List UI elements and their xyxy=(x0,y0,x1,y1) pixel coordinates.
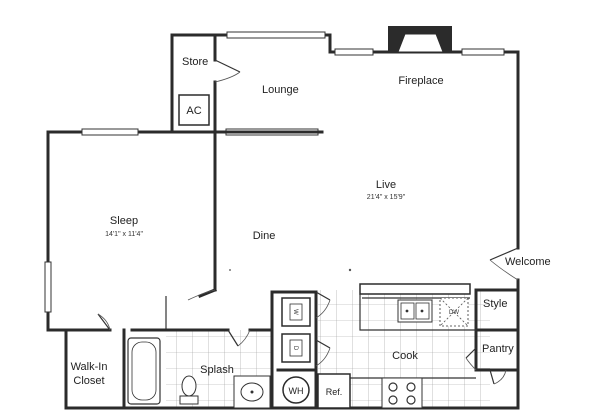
label-splash: Splash xyxy=(200,364,234,376)
label-ref: Ref. xyxy=(326,387,343,397)
windows xyxy=(44,31,505,313)
label-fireplace: Fireplace xyxy=(398,75,443,87)
label-ac: AC xyxy=(186,105,201,117)
fireplace-hearth xyxy=(388,26,452,53)
label-welcome: Welcome xyxy=(505,256,551,268)
kitchen-counters xyxy=(317,283,476,409)
marker-dot-2 xyxy=(229,269,231,271)
label-sleep-dims: 14'1" x 11'4" xyxy=(105,231,143,238)
label-live-dims: 21'4" x 15'9" xyxy=(367,194,406,201)
laundry-units xyxy=(281,297,311,404)
label-live: Live xyxy=(376,179,396,191)
label-walk-in: Walk-In xyxy=(71,361,108,373)
interior-walls xyxy=(64,33,520,410)
label-pantry: Pantry xyxy=(482,343,514,355)
bath-fixtures xyxy=(127,337,271,409)
label-wh: WH xyxy=(289,386,304,396)
label-closet: Closet xyxy=(73,375,104,387)
label-sleep: Sleep xyxy=(110,215,138,227)
label-dryer: D xyxy=(292,346,298,351)
label-store: Store xyxy=(182,56,208,68)
label-lounge: Lounge xyxy=(262,84,299,96)
marker-dot xyxy=(348,268,352,272)
label-dw: DW xyxy=(449,310,459,316)
label-cook: Cook xyxy=(392,350,418,362)
label-washer: W xyxy=(292,309,298,315)
label-dine: Dine xyxy=(253,230,276,242)
label-style: Style xyxy=(483,298,507,310)
